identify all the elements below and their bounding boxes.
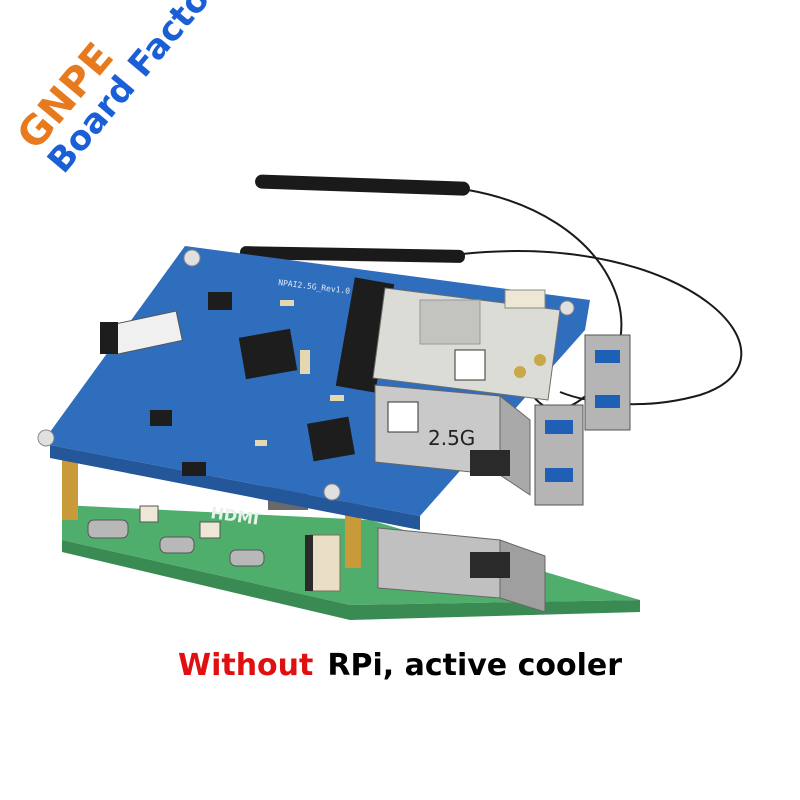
usb-ports — [534, 334, 631, 506]
wifi-card — [372, 287, 561, 401]
caption-negation: Without — [177, 648, 314, 683]
caption: Without RPi, active cooler — [0, 648, 800, 683]
product-photo: HDMI — [37, 174, 743, 620]
nic-label: 2.5G — [428, 426, 475, 450]
rj45-lower — [377, 527, 546, 613]
rj45-2p5g-upper: 2.5G — [374, 384, 531, 496]
caption-rest: RPi, active cooler — [327, 648, 623, 683]
